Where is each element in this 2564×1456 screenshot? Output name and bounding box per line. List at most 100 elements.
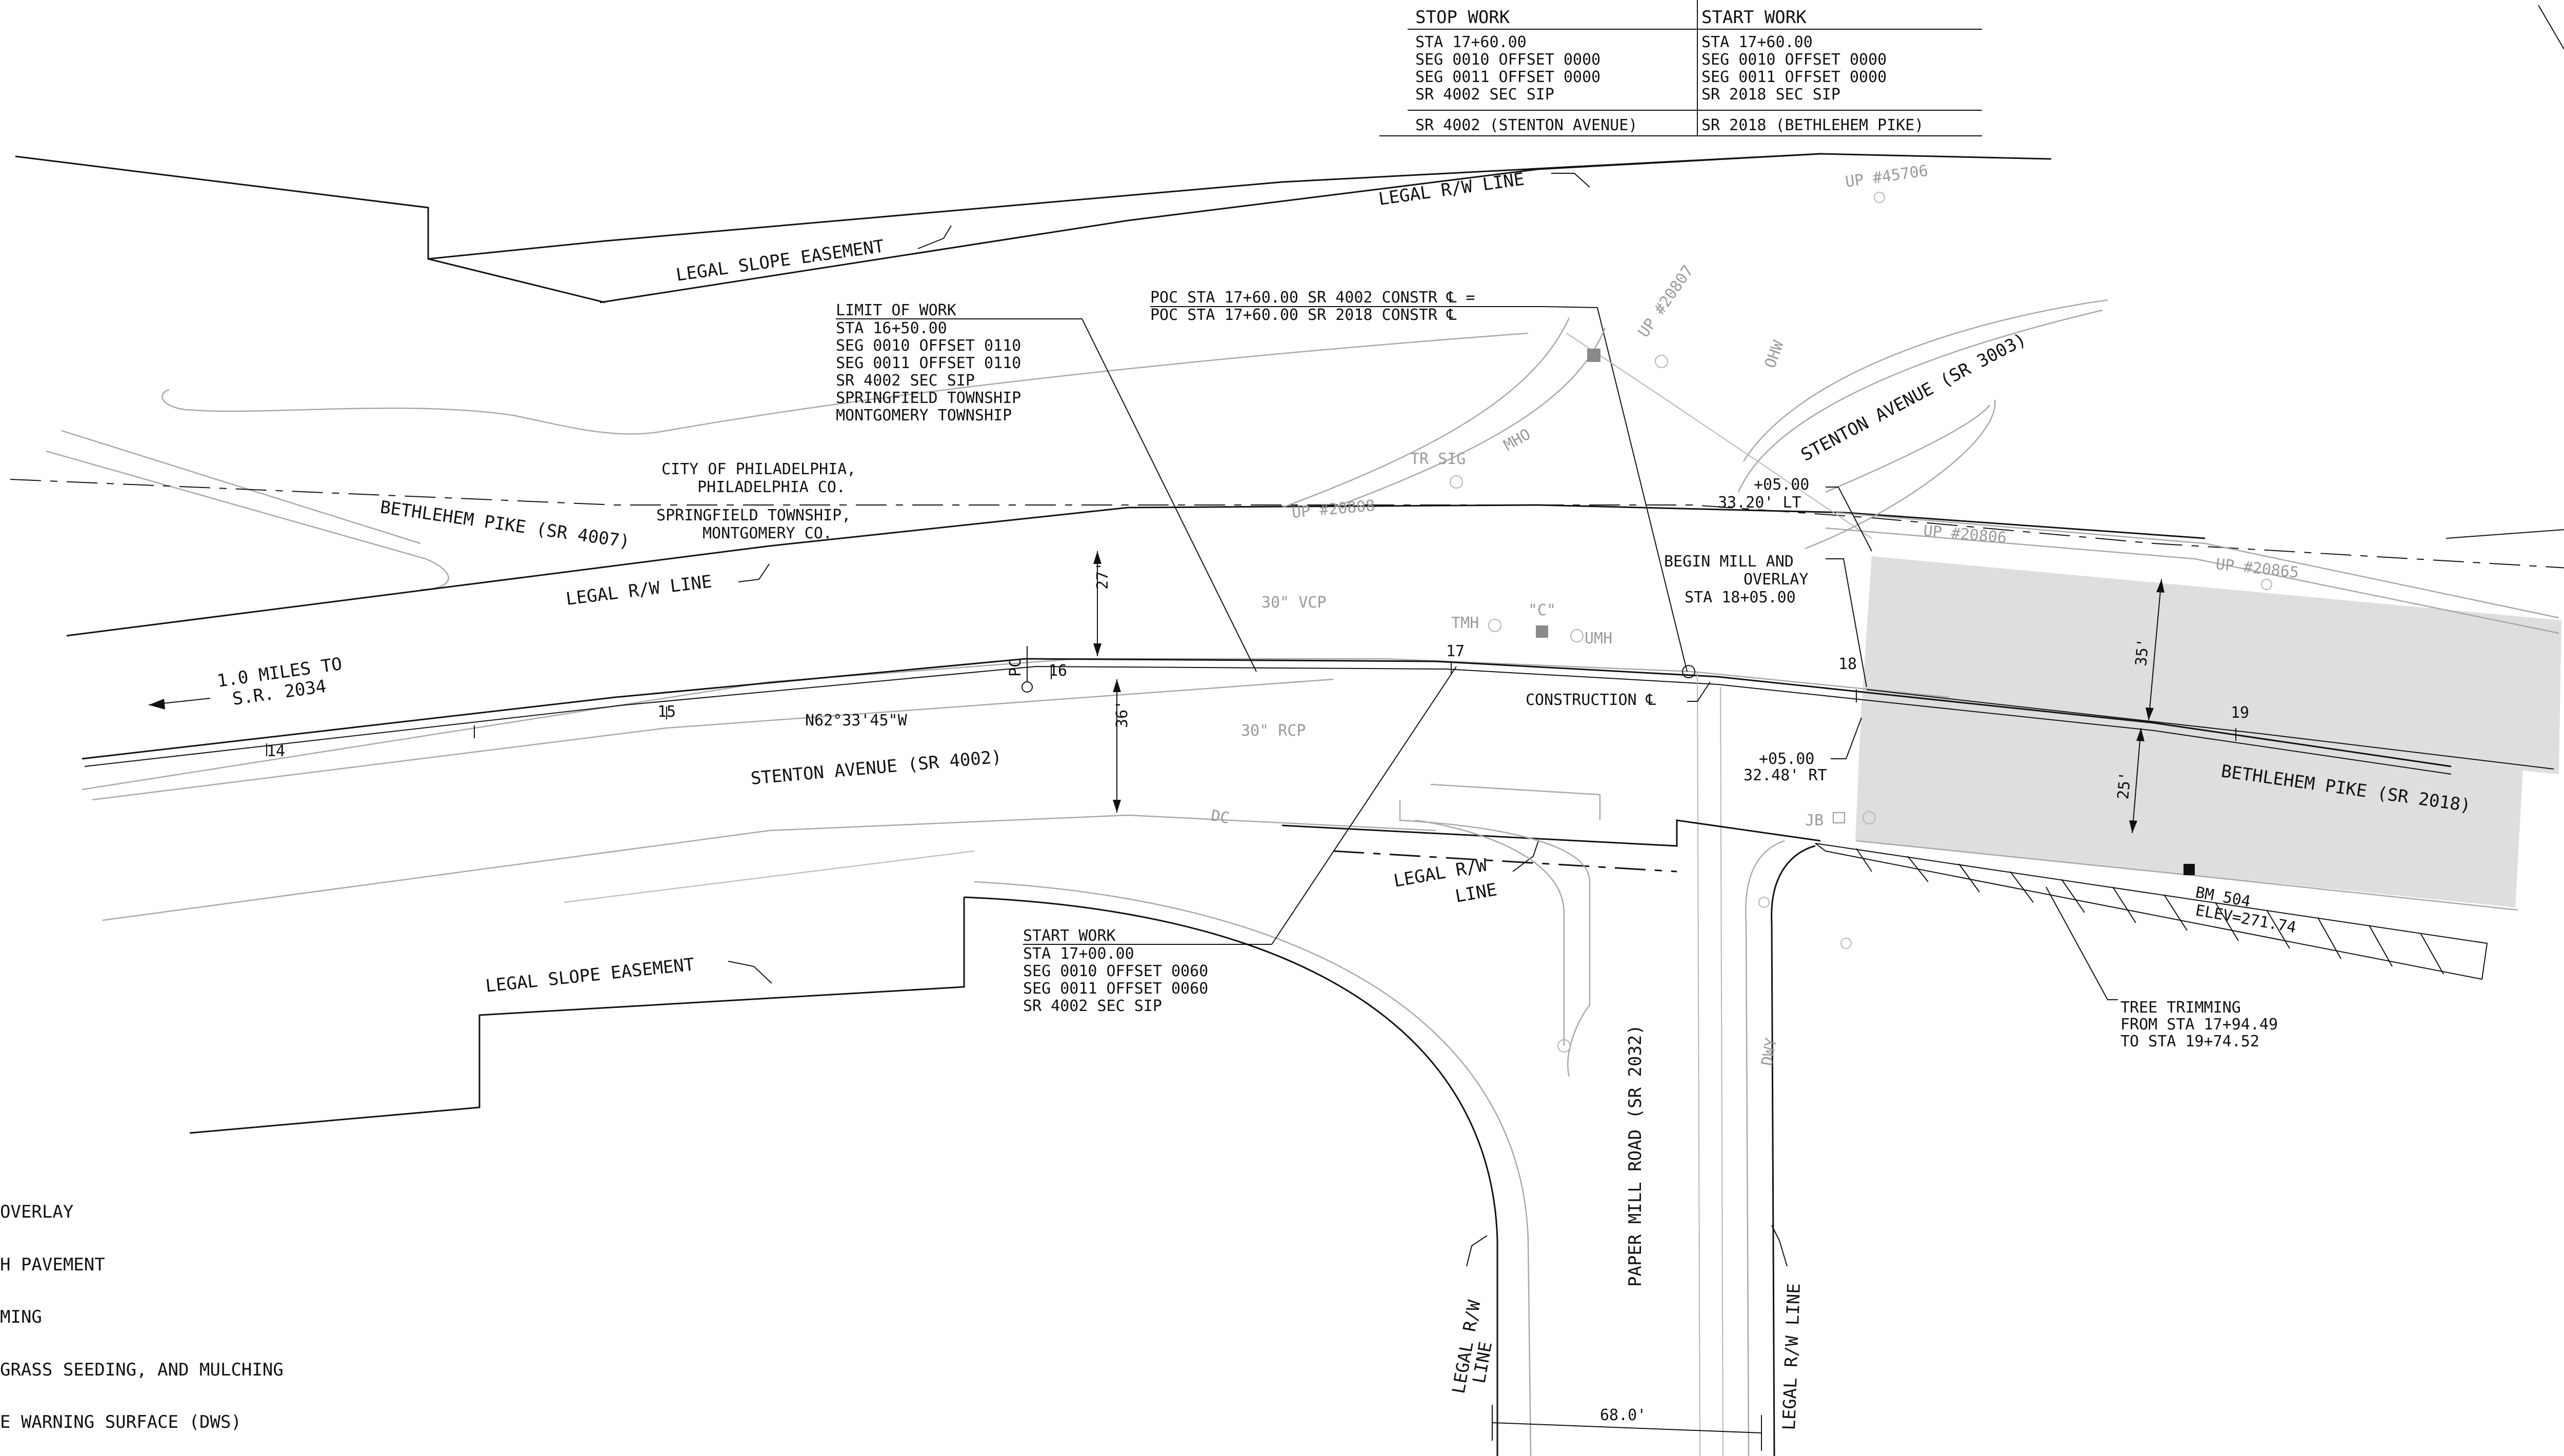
tree-trim-2: FROM STA 17+94.49 xyxy=(2120,1016,2278,1034)
tree-trim-3: TO STA 19+74.52 xyxy=(2120,1033,2259,1050)
start-work-header: START WORK xyxy=(1701,7,1807,28)
legal-slope-top-label: LEGAL SLOPE EASEMENT xyxy=(675,236,886,286)
legal-slope-easement-south xyxy=(189,897,965,1134)
stop-line-1: STA 17+60.00 xyxy=(1415,33,1527,51)
up-20808-label: UP #20808 xyxy=(1291,497,1376,522)
legend-item-2: H PAVEMENT xyxy=(0,1255,105,1275)
legal-rw-right-vert: LEGAL R/W LINE xyxy=(1779,1283,1805,1431)
county-boundary xyxy=(10,479,2564,569)
paper-mill-east-curb xyxy=(1771,845,1816,1456)
limit-line-2: SEG 0010 OFFSET 0110 xyxy=(836,337,1021,355)
tree-trimming-hatch xyxy=(1815,843,2488,980)
legend-item-1: OVERLAY xyxy=(0,1202,73,1222)
poc-line-2: POC STA 17+60.00 SR 2018 CONSTR ℄ xyxy=(1150,306,1457,324)
start-line-1: STA 17+60.00 xyxy=(1701,33,1813,51)
station-18: 18 xyxy=(1838,655,1857,673)
bethlehem-2018-north-edge xyxy=(1835,512,2559,619)
dim-27 xyxy=(1093,551,1101,656)
bearing-label: N62°33'45"W xyxy=(805,712,908,730)
upper-road-edge xyxy=(162,332,1529,435)
paper-mill-west-curb xyxy=(964,896,1498,1241)
legal-rw-line-south xyxy=(1281,819,1821,847)
offset-lt-2: 33.20' LT xyxy=(1718,494,1801,512)
up-45706-label: UP #45706 xyxy=(1844,162,1929,191)
bethlehem-2018-south-edge xyxy=(1856,840,2518,911)
start-work-bottom-1: STA 17+00.00 xyxy=(1023,945,1134,963)
legal-rw-center-2: LINE xyxy=(1454,879,1499,907)
jb-label: JB xyxy=(1805,812,1824,830)
umh-label: UMH xyxy=(1585,630,1612,648)
up-20807-label: UP #20807 xyxy=(1635,262,1697,340)
dim-36-label: 36' xyxy=(1113,700,1131,728)
tree-trim-1: TREE TRIMMING xyxy=(2120,999,2241,1017)
legend-item-5: E WARNING SURFACE (DWS) xyxy=(0,1412,242,1432)
work-table: STOP WORK START WORK STA 17+60.00 SEG 00… xyxy=(1379,0,1982,136)
construction-label: CONSTRUCTION ℄ xyxy=(1526,691,1656,709)
limit-line-5: SPRINGFIELD TOWNSHIP xyxy=(836,389,1021,407)
start-work-bottom-title: START WORK xyxy=(1023,927,1116,945)
station-19: 19 xyxy=(2231,704,2249,722)
legal-rw-line-top xyxy=(599,153,2052,304)
overlay-shaded-area xyxy=(1861,556,2561,774)
dim-35-label: 35' xyxy=(2132,638,2153,667)
springfield-label-2: MONTGOMERY CO. xyxy=(703,524,832,542)
legend-item-4: GRASS SEEDING, AND MULCHING xyxy=(0,1360,284,1380)
poc-callout: POC STA 17+60.00 SR 4002 CONSTR ℄ = POC … xyxy=(1150,289,1688,672)
stop-road: SR 4002 (STENTON AVENUE) xyxy=(1415,116,1637,134)
station-15: 15 xyxy=(657,703,676,721)
start-line-2: SEG 0010 OFFSET 0000 xyxy=(1701,51,1887,69)
stenton-3003-edge-1 xyxy=(1742,299,2108,462)
stop-work-header: STOP WORK xyxy=(1415,7,1510,28)
legal-rw-top-label: LEGAL R/W LINE xyxy=(1377,169,1526,209)
ohw-label: OHW xyxy=(1761,338,1788,371)
limit-line-1: STA 16+50.00 xyxy=(836,319,947,337)
begin-mill-1: BEGIN MILL AND xyxy=(1664,553,1794,571)
stenton-4002-label: STENTON AVENUE (SR 4002) xyxy=(750,746,1003,789)
poc-line-1: POC STA 17+60.00 SR 4002 CONSTR ℄ = xyxy=(1150,289,1475,307)
dim-25 xyxy=(2129,727,2145,834)
start-line-3: SEG 0011 OFFSET 0000 xyxy=(1701,68,1887,86)
station-17: 17 xyxy=(1446,642,1465,660)
up-20865-label: UP #20865 xyxy=(2215,555,2299,582)
dim-27-label: 27' xyxy=(1094,562,1112,590)
stop-line-3: SEG 0011 OFFSET 0000 xyxy=(1415,68,1600,86)
stenton-road-edge-south xyxy=(92,678,1334,801)
tr-sig-label: TR SIG xyxy=(1410,450,1466,468)
paper-mill-label: PAPER MILL ROAD (SR 2032) xyxy=(1625,1024,1646,1287)
limit-title: LIMIT OF WORK xyxy=(836,301,956,319)
bethlehem-2018-centerline xyxy=(1866,689,2554,770)
offset-rt-1: +05.00 xyxy=(1759,750,1814,768)
station-ticks xyxy=(266,661,2236,756)
stenton-centerline xyxy=(82,658,2452,767)
dim-35 xyxy=(2146,579,2165,721)
start-work-bottom-3: SEG 0011 OFFSET 0060 xyxy=(1023,980,1208,998)
rcp-label: 30" RCP xyxy=(1241,722,1306,740)
limit-line-4: SR 4002 SEC SIP xyxy=(836,372,975,390)
dwy-label: DWY xyxy=(1758,1037,1780,1067)
legal-slope-easement-top-upper xyxy=(428,153,1821,260)
pc-point xyxy=(1021,681,1033,693)
legal-slope-easement-top xyxy=(15,155,606,304)
stenton-road-edge-north xyxy=(82,658,1949,791)
dim-68-label: 68.0' xyxy=(1600,1406,1646,1424)
springfield-label-1: SPRINGFIELD TOWNSHIP, xyxy=(656,507,851,524)
ramp-curve-north xyxy=(1281,317,1570,509)
pc-label: PC xyxy=(1007,658,1025,677)
bethlehem-4007-label: BETHLEHEM PIKE (SR 4007) xyxy=(379,497,631,552)
city-label-2: PHILADELPHIA CO. xyxy=(697,478,846,496)
vcp-label: 30" VCP xyxy=(1261,594,1326,612)
tmh-label: TMH xyxy=(1451,614,1479,632)
begin-mill-2: OVERLAY xyxy=(1744,571,1808,589)
limit-line-6: MONTGOMERY TOWNSHIP xyxy=(836,407,1012,424)
legend-item-3: MING xyxy=(0,1307,42,1327)
legal-rw-mid-label: LEGAL R/W LINE xyxy=(565,571,713,610)
start-work-bottom-4: SR 4002 SEC SIP xyxy=(1023,997,1162,1015)
stenton-south-curb xyxy=(102,814,1436,921)
offset-rt-2: 32.48' RT xyxy=(1744,766,1827,784)
benchmark-marker xyxy=(2184,864,2195,875)
station-16: 16 xyxy=(1049,662,1067,680)
start-road: SR 2018 (BETHLEHEM PIKE) xyxy=(1701,116,1924,134)
start-line-4: SR 2018 SEC SIP xyxy=(1701,86,1840,104)
dim-25-label: 25' xyxy=(2114,771,2135,800)
overlay-shaded-area-lower xyxy=(1855,702,2523,907)
